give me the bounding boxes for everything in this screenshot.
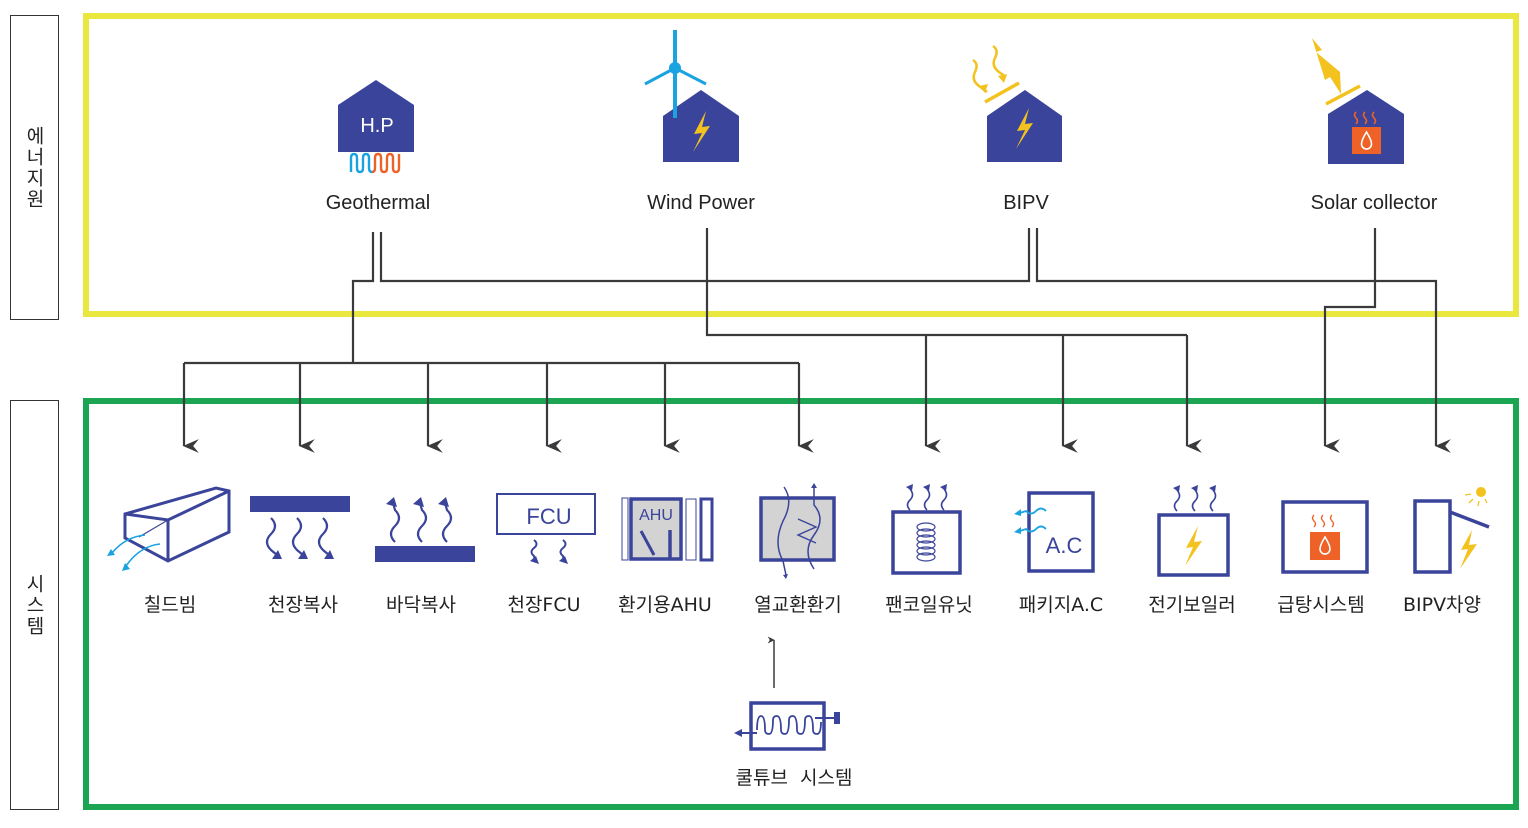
pv-panel-house-icon <box>972 44 1062 162</box>
electric-boiler-icon <box>1157 485 1230 577</box>
heat-pump-house-icon: H.P <box>338 80 414 174</box>
fan-coil-icon <box>891 484 962 575</box>
ac-icon-text: A.C <box>1046 533 1083 558</box>
ahu-icon: AHU <box>621 497 714 562</box>
system-label-electric-boiler: 전기보일러 <box>1148 594 1236 616</box>
connector-lines <box>182 228 1451 688</box>
source-label-wind-power: Wind Power <box>647 192 755 214</box>
system-label-fan-coil: 팬코일유닛 <box>885 594 973 616</box>
system-label-chilled-beam: 칠드빔 <box>143 594 197 616</box>
hp-icon-text: H.P <box>360 115 393 137</box>
system-label-hot-water: 급탕시스템 <box>1277 594 1365 616</box>
fcu-icon-text: FCU <box>526 504 571 529</box>
chilled-beam-icon <box>107 486 231 571</box>
system-label-text: 시스템 <box>23 573 45 637</box>
connector-geothermal-down <box>351 232 375 363</box>
floor-radiant-icon <box>375 497 475 562</box>
cool-tube-icon <box>734 701 840 751</box>
hot-water-icon <box>1281 500 1369 574</box>
energy-source-group <box>83 13 1519 317</box>
energy-source-label-text: 에너지원 <box>23 125 45 210</box>
source-label-geothermal: Geothermal <box>325 192 431 214</box>
system-label-ceiling-radiant: 천장복사 <box>268 594 338 616</box>
system-label-ventilation-ahu: 환기용AHU <box>618 594 712 616</box>
system-label-cool-tube: 쿨튜브 시스템 <box>735 767 853 789</box>
system-group <box>83 398 1519 810</box>
solar-collector-house-icon <box>1312 38 1404 164</box>
wind-turbine-house-icon <box>644 30 739 162</box>
system-label-package-ac: 패키지A.C <box>1018 594 1104 616</box>
arrow-to-hot-water <box>1323 228 1377 453</box>
ceiling-radiant-icon <box>250 496 350 559</box>
bipv-shading-icon <box>1413 487 1490 574</box>
arrow-to-bipv-shading <box>1035 228 1451 453</box>
package-ac-icon: A.C <box>1014 491 1095 573</box>
source-label-bipv: BIPV <box>1003 192 1049 214</box>
system-label-ceiling-fcu: 천장FCU <box>507 594 581 616</box>
system-side-label: 시스템 <box>10 400 59 810</box>
connector-geothermal-to-bipv <box>379 228 1031 283</box>
heat-exchanger-icon <box>759 483 836 579</box>
connector-wind-bus <box>705 228 1187 337</box>
system-label-floor-radiant: 바닥복사 <box>386 594 456 616</box>
system-label-bipv-shading: BIPV차양 <box>1402 594 1482 616</box>
source-label-solar-collector: Solar collector <box>1310 192 1438 214</box>
fcu-icon: FCU <box>496 493 596 564</box>
system-label-heat-recovery: 열교환환기 <box>754 594 842 616</box>
ahu-icon-text: AHU <box>639 507 673 524</box>
energy-source-side-label: 에너지원 <box>10 15 59 320</box>
